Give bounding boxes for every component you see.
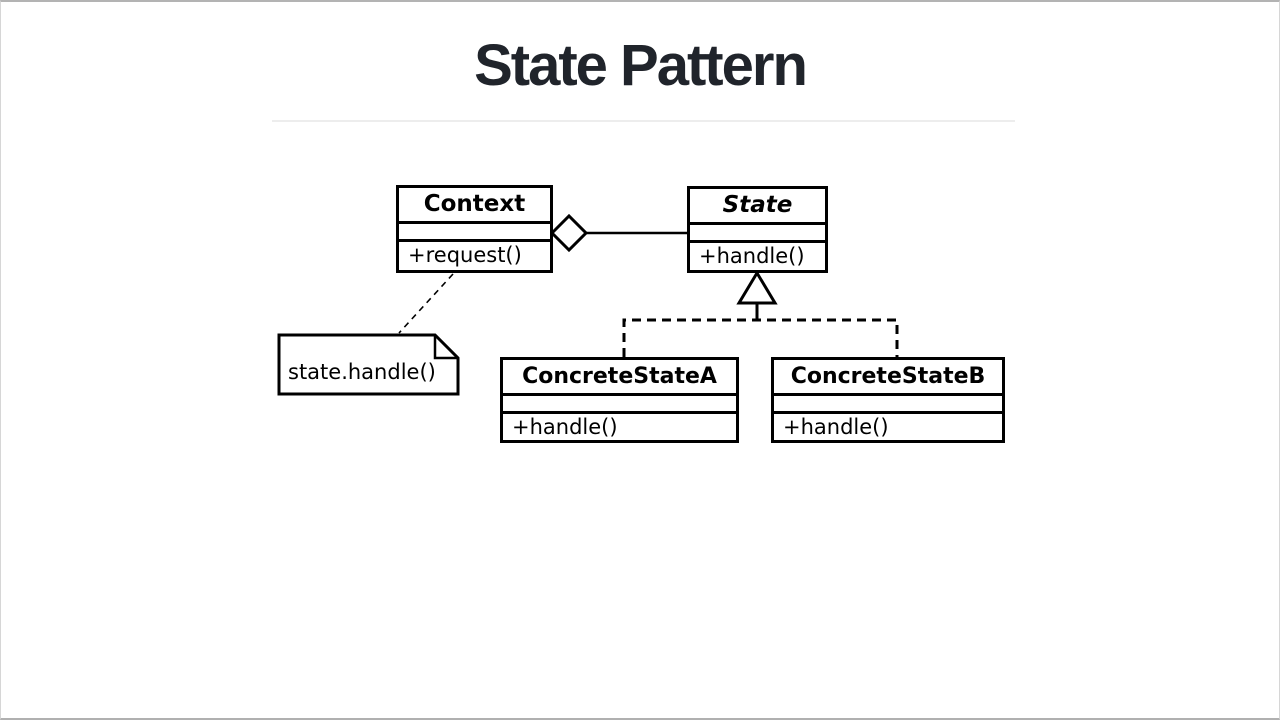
class-attributes-compartment	[690, 225, 825, 243]
class-name: State	[690, 189, 825, 225]
class-attributes-compartment	[503, 396, 736, 414]
title-divider	[272, 120, 1015, 122]
class-method: +request()	[408, 243, 522, 267]
aggregation-diamond-icon	[549, 213, 589, 253]
class-method: +handle()	[699, 244, 805, 268]
class-method: +handle()	[512, 415, 618, 439]
page-title: State Pattern	[474, 33, 808, 98]
class-attributes-compartment	[399, 224, 550, 242]
class-method: +handle()	[783, 415, 889, 439]
inheritance-triangle-icon	[736, 270, 778, 305]
note-text: state.handle()	[288, 360, 436, 384]
class-name: Context	[399, 188, 550, 224]
note-fold-icon	[433, 335, 458, 360]
realization-dashed-connector	[622, 318, 899, 357]
uml-class-state: State +handle()	[687, 186, 828, 273]
uml-class-concrete-state-a: ConcreteStateA +handle()	[500, 357, 739, 443]
class-name: ConcreteStateA	[503, 360, 736, 396]
uml-class-concrete-state-b: ConcreteStateB +handle()	[771, 357, 1005, 443]
class-name: ConcreteStateB	[774, 360, 1002, 396]
uml-class-context: Context +request()	[396, 185, 553, 273]
note-shape	[277, 333, 460, 396]
class-attributes-compartment	[774, 396, 1002, 414]
note-attachment-line	[398, 273, 454, 334]
